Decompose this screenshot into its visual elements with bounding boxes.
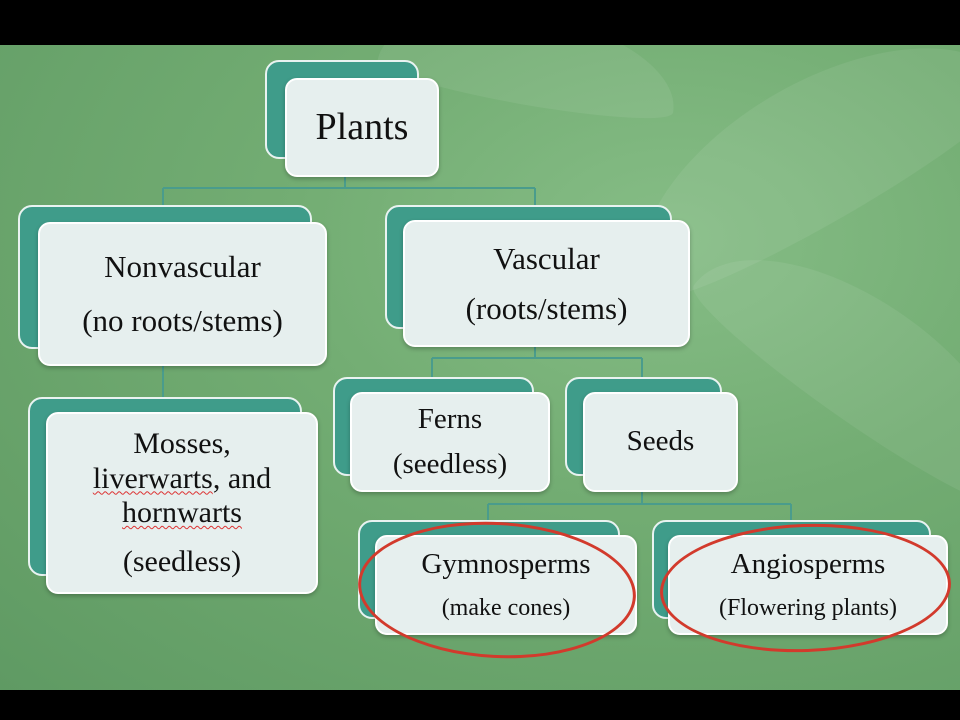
vascular-title: Vascular: [493, 240, 600, 276]
examples-liverwarts: liverwarts: [92, 461, 213, 495]
nonvascular-subtitle: (no roots/stems): [82, 303, 283, 338]
examples-and: , and: [212, 461, 272, 495]
ferns-title: Ferns: [417, 402, 483, 435]
bottom-black-bar: [0, 690, 960, 720]
plants-label: Plants: [315, 105, 409, 148]
examples-line1: Mosses,: [133, 427, 231, 460]
gymnosperms-title: Gymnosperms: [421, 547, 591, 580]
examples-seedless: (seedless): [122, 544, 242, 578]
seeds-title: Seeds: [626, 425, 695, 458]
top-black-bar: [0, 0, 960, 45]
ferns-subtitle: (seedless): [392, 448, 508, 480]
angiosperms-title: Angiosperms: [730, 547, 886, 580]
examples-hornwarts: hornwarts: [122, 496, 242, 529]
gymnosperms-subtitle: (make cones): [441, 594, 571, 621]
vascular-subtitle: (roots/stems): [465, 290, 628, 326]
nonvascular-title: Nonvascular: [104, 249, 261, 285]
angiosperms-subtitle: (Flowering plants): [719, 594, 897, 621]
examples-line2: liverwarts, and: [93, 462, 271, 497]
